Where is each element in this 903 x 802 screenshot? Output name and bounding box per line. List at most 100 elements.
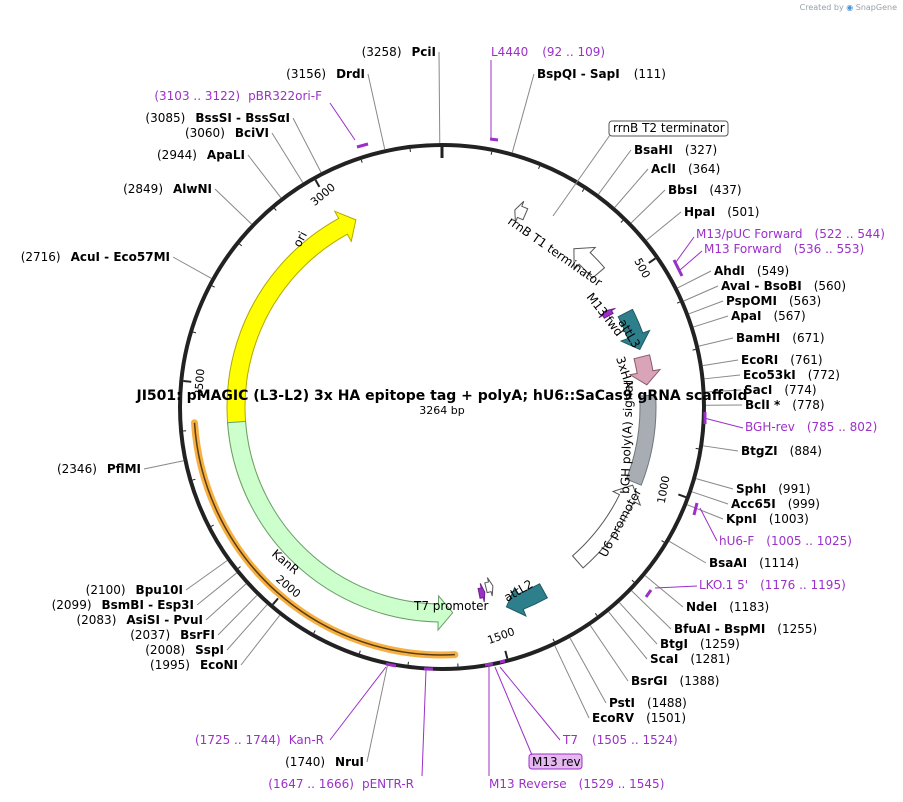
feature-rrnb-t2-terminator[interactable] bbox=[514, 200, 529, 223]
leader-22 bbox=[688, 300, 724, 315]
leader-24 bbox=[698, 337, 734, 347]
m13rev-leader bbox=[494, 666, 533, 756]
features bbox=[226, 200, 662, 632]
site-acli: AclI(364) bbox=[651, 162, 720, 176]
leader-5 bbox=[214, 188, 252, 225]
tick-label-3000: 3000 bbox=[308, 181, 338, 209]
tick-1900 bbox=[313, 630, 316, 634]
leader-20 bbox=[677, 270, 712, 289]
primer-m13-rev: M13 rev bbox=[532, 755, 581, 769]
feature-rrnb-t1-terminator[interactable] bbox=[573, 246, 606, 279]
m13-rev-highlight-box bbox=[528, 753, 583, 770]
site-asisi: (2083)AsiSI - PvuI bbox=[76, 613, 203, 627]
pbr322-leader bbox=[329, 102, 356, 141]
site-pspomi: PspOMI(563) bbox=[726, 294, 821, 308]
feature-3xha[interactable] bbox=[628, 354, 662, 386]
m13puc-leader bbox=[675, 236, 695, 263]
primer-kan-r: (1725 .. 1744)Kan-R bbox=[195, 733, 324, 747]
leader-26 bbox=[704, 374, 741, 380]
kanr-mark bbox=[385, 662, 397, 668]
leader-23 bbox=[693, 315, 729, 328]
site-saci: SacI(774) bbox=[744, 383, 817, 397]
feature-m13-rev[interactable] bbox=[477, 583, 486, 603]
feature-attl2[interactable] bbox=[505, 583, 549, 617]
feature-attl3[interactable] bbox=[617, 308, 651, 351]
primer-leaders bbox=[329, 60, 744, 777]
leader-12 bbox=[226, 604, 268, 651]
site-econi: (1995)EcoNI bbox=[150, 658, 238, 672]
leader-15 bbox=[511, 73, 535, 153]
t7-mark bbox=[499, 659, 506, 664]
credit-text: Created by bbox=[799, 3, 844, 12]
site-ecorv: EcoRV(1501) bbox=[592, 711, 686, 725]
tick-200 bbox=[538, 165, 541, 170]
m13-mark bbox=[672, 259, 684, 277]
primer-bgh-rev: BGH-rev(785 .. 802) bbox=[745, 420, 877, 434]
primer-t7: T7(1505 .. 1524) bbox=[562, 733, 678, 747]
site-acui: (2716)AcuI - Eco57MI bbox=[21, 250, 170, 264]
t7-leader bbox=[499, 666, 561, 741]
tick-100 bbox=[490, 151, 493, 155]
site-psti: PstI(1488) bbox=[609, 696, 687, 710]
tick-1400 bbox=[552, 638, 555, 642]
leader-13 bbox=[240, 614, 281, 666]
leader-2 bbox=[292, 117, 322, 173]
tick-2100 bbox=[237, 566, 241, 569]
tick-3100 bbox=[360, 159, 363, 163]
tick-1300 bbox=[594, 612, 598, 616]
plasmid-name: JI501: pMAGIC (L3-L2) 3x HA epitope tag … bbox=[136, 388, 748, 404]
leader-37 bbox=[608, 611, 648, 660]
site-leaders bbox=[143, 51, 743, 763]
primer-marks bbox=[356, 137, 707, 671]
hu6-mark bbox=[692, 502, 699, 516]
primer-l4440: L4440(92 .. 109) bbox=[491, 45, 605, 59]
site-bsahi: BsaHI(327) bbox=[634, 143, 717, 157]
site-bbsi: BbsI(437) bbox=[668, 183, 742, 197]
feature-bgh-poly-a-signal[interactable] bbox=[625, 394, 657, 486]
site-bfuai: BfuAI - BspMI(1255) bbox=[674, 622, 817, 636]
site-apai: ApaI(567) bbox=[731, 309, 806, 323]
site-ecori: EcoRI(761) bbox=[741, 353, 823, 367]
site-kpni: KpnI(1003) bbox=[726, 512, 809, 526]
tick-300 bbox=[581, 188, 585, 192]
site-bcli: BclI *(778) bbox=[745, 398, 825, 412]
pentr-leader bbox=[421, 669, 432, 777]
leader-40 bbox=[554, 645, 590, 719]
plasmid-size: 3264 bp bbox=[419, 404, 464, 417]
tick-1000 bbox=[678, 493, 687, 499]
leader-7 bbox=[143, 460, 184, 470]
leader-16 bbox=[598, 149, 632, 195]
site-ndei: NdeI(1183) bbox=[686, 600, 769, 614]
tick-2800 bbox=[239, 243, 243, 247]
leader-35 bbox=[631, 590, 672, 630]
site-hpai: HpaI(501) bbox=[684, 205, 759, 219]
leader-4 bbox=[247, 154, 282, 199]
site-drdi: (3156)DrdI bbox=[286, 67, 365, 81]
m13reverse-leader bbox=[485, 664, 490, 776]
site-bamhi: BamHI(671) bbox=[736, 331, 825, 345]
leader-17 bbox=[614, 168, 649, 208]
site-ahdi: AhdI(549) bbox=[714, 264, 789, 278]
tick-2200 bbox=[210, 524, 214, 527]
site-pcii: (3258)PciI bbox=[362, 45, 436, 59]
feature-t7-promoter[interactable] bbox=[484, 577, 494, 597]
tick-400 bbox=[620, 219, 624, 223]
site-eco53ki: Eco53kI(772) bbox=[743, 368, 840, 382]
feature-u6-promoter[interactable] bbox=[571, 484, 642, 569]
m13fwd-leader bbox=[679, 250, 703, 271]
tick-700 bbox=[692, 348, 696, 351]
primer-pbr322ori-f: (3103 .. 3122)pBR322ori-F bbox=[154, 89, 322, 103]
leader-39 bbox=[569, 637, 607, 704]
feature-kanr[interactable] bbox=[227, 420, 454, 632]
pbr322-mark bbox=[356, 142, 369, 149]
leader-11 bbox=[217, 594, 258, 636]
leader-33 bbox=[669, 540, 707, 564]
feature-m13-fwd[interactable] bbox=[598, 307, 616, 319]
l4440-leader bbox=[490, 60, 497, 141]
tick-label-500: 500 bbox=[631, 256, 652, 281]
site-bspqi: BspQI - SapI(111) bbox=[537, 67, 666, 81]
tick-600 bbox=[676, 301, 681, 304]
leader-6 bbox=[172, 256, 212, 279]
leader-21 bbox=[683, 285, 719, 302]
